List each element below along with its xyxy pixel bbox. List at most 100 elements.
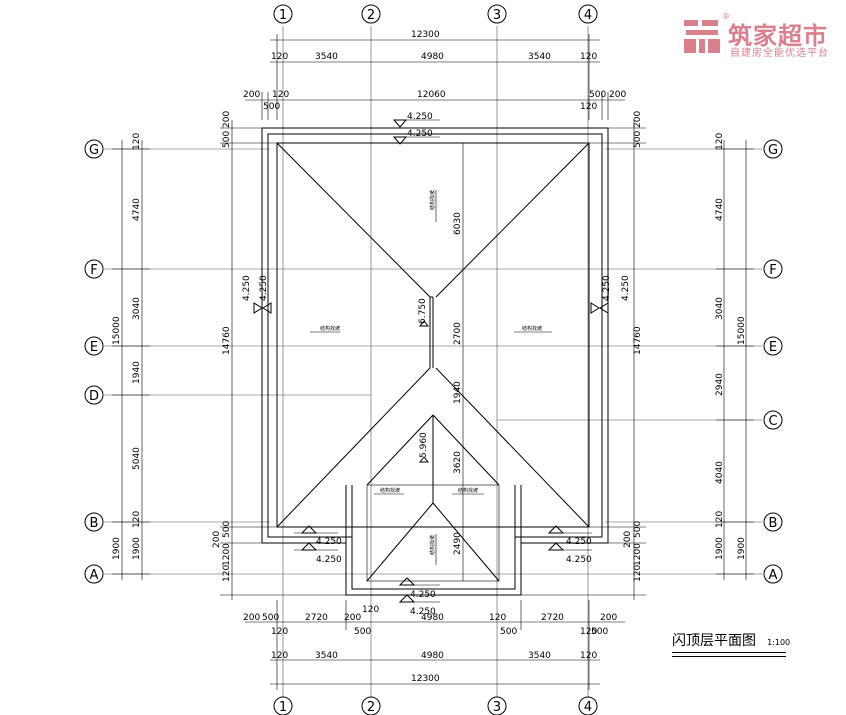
dim-left-4: 3040 xyxy=(132,297,142,320)
dim-right-3: 4740 xyxy=(715,198,725,221)
dim-right-5: 2940 xyxy=(715,373,725,396)
dim-right-10: 1900 xyxy=(737,537,747,560)
drawing-title-name: 闪顶层平面图 xyxy=(672,633,756,649)
dim-bot1-1: 500 xyxy=(262,613,279,623)
axis-left-A: A xyxy=(90,568,99,583)
dim-left-3: 4740 xyxy=(132,198,142,221)
dim-top-seg-2: 4980 xyxy=(421,52,444,62)
dim-right-overall-0: 15000 xyxy=(737,316,747,345)
brand-logo: ® 筑家超市 自建房全能优选平台 xyxy=(682,12,846,60)
level-left-2: 4.250 xyxy=(259,275,269,301)
axis-left-E: E xyxy=(90,340,98,355)
dim-right-8: 1900 xyxy=(715,537,725,560)
dim-top-seg-1: 3540 xyxy=(315,52,338,62)
axis-left-D: D xyxy=(89,389,99,404)
axis-bottom-3: 3 xyxy=(493,700,501,715)
dim-top-eave-3: 120 xyxy=(580,102,597,112)
level-bottom-right-1: 4.250 xyxy=(566,537,592,547)
dim-left-9: 120 xyxy=(222,565,232,582)
dim-bot1-3: 200 xyxy=(344,613,361,623)
axis-bottom-4: 4 xyxy=(584,700,592,715)
axis-right-C: C xyxy=(768,414,777,429)
dim-right-6: 4040 xyxy=(715,461,725,484)
level-bottom-left-2: 4.250 xyxy=(316,555,342,565)
axis-right-B: B xyxy=(769,516,778,531)
slope-note-porch-r: 结构找坡 xyxy=(458,487,478,494)
dim-bot2-0: 120 xyxy=(271,651,288,661)
dim-top-seg-3: 3540 xyxy=(528,52,551,62)
dim-left-overall-2: 1200 xyxy=(222,543,232,566)
dim-bot1-4: 120 xyxy=(362,605,379,615)
hip-lines xyxy=(276,142,590,582)
dim-top-seg-4: 120 xyxy=(580,52,597,62)
slope-note-porch-c: 结构找坡 xyxy=(429,535,436,555)
dim-bot2-3: 3540 xyxy=(528,651,551,661)
axis-bottom-1: 1 xyxy=(279,700,287,715)
dim-top-eave-5: 200 xyxy=(609,90,626,100)
slope-note-right: 结构找坡 xyxy=(522,325,542,332)
dim-inner-2: 1940 xyxy=(453,381,463,404)
level-left-1: 4.250 xyxy=(242,275,252,301)
dim-top-eave-4: 500 xyxy=(589,90,606,100)
slope-notes: 结构找坡 结构找坡 结构找坡 结构找坡 结构找坡 结构找坡 xyxy=(310,190,552,565)
logo-slogan: 自建房全能优选平台 xyxy=(730,48,829,59)
level-markers xyxy=(253,119,609,603)
dim-left-overall-1: 14760 xyxy=(222,326,232,355)
level-bottom-mid-1: 4.250 xyxy=(410,590,436,600)
dim-bot1b-2: 500 xyxy=(500,627,517,637)
dim-inner-1: 2700 xyxy=(453,322,463,345)
dim-left-2: 120 xyxy=(132,133,142,150)
dim-left-overall-0: 15000 xyxy=(112,316,122,345)
registered-mark: ® xyxy=(722,12,730,21)
axis-bottom-2: 2 xyxy=(367,700,375,715)
dim-bot1b-1: 500 xyxy=(354,627,371,637)
dim-bot1b-3: 500 xyxy=(591,627,608,637)
axis-right-F: F xyxy=(769,263,776,278)
logo-mark-icon xyxy=(684,20,720,53)
dim-top-seg-0: 120 xyxy=(271,52,288,62)
axis-right-A: A xyxy=(769,568,778,583)
roof-outline xyxy=(261,127,609,596)
dim-left-8: 1900 xyxy=(132,537,142,560)
dim-bot1-0: 200 xyxy=(243,613,260,623)
level-right-2: 4.250 xyxy=(621,275,631,301)
axis-bubbles-bottom xyxy=(273,696,598,715)
dim-top-eave-0: 200 xyxy=(243,90,260,100)
axis-top-1: 1 xyxy=(279,8,287,23)
level-ridge-main: 6.750 xyxy=(418,298,428,324)
axis-top-2: 2 xyxy=(367,8,375,23)
dim-bot2-4: 120 xyxy=(580,651,597,661)
dim-bot1b-4: 120 xyxy=(580,627,597,637)
axis-top-4: 4 xyxy=(584,8,592,23)
level-ridge-porch: 5.960 xyxy=(419,432,429,458)
level-bottom-left-1: 4.250 xyxy=(316,537,342,547)
axis-right-G: G xyxy=(768,143,778,158)
axis-top-3: 3 xyxy=(493,8,501,23)
dim-bot1-6: 120 xyxy=(489,613,506,623)
dim-bot1-5: 4980 xyxy=(421,613,444,623)
dim-right-7: 120 xyxy=(715,511,725,528)
dim-top-overall: 12060 xyxy=(417,90,446,100)
dim-bot1-8: 200 xyxy=(600,613,617,623)
dim-top-eave-2: 120 xyxy=(272,90,289,100)
title-underline xyxy=(672,652,786,657)
dim-inner-3: 3620 xyxy=(453,451,463,474)
axis-left-G: G xyxy=(89,143,99,158)
dim-left-1: 200 xyxy=(222,111,232,128)
dim-right-overall-2: 1200 xyxy=(633,543,643,566)
axis-left-F: F xyxy=(90,263,97,278)
dim-right-12: 500 xyxy=(633,521,643,538)
level-top-1: 4.250 xyxy=(407,112,433,122)
dim-inner-0: 6030 xyxy=(453,212,463,235)
dim-top-total: 12300 xyxy=(411,30,440,40)
level-right-1: 4.250 xyxy=(602,275,612,301)
axis-bubbles-left xyxy=(84,139,104,584)
right-dimensions xyxy=(521,120,754,600)
dim-right-1: 200 xyxy=(633,111,643,128)
dim-right-2: 120 xyxy=(715,133,725,150)
level-bottom-mid-2: 4.250 xyxy=(410,607,436,617)
drawing-title-scale: 1:100 xyxy=(767,638,791,647)
slope-note-left: 结构找坡 xyxy=(320,325,340,332)
dim-left-12: 500 xyxy=(222,521,232,538)
